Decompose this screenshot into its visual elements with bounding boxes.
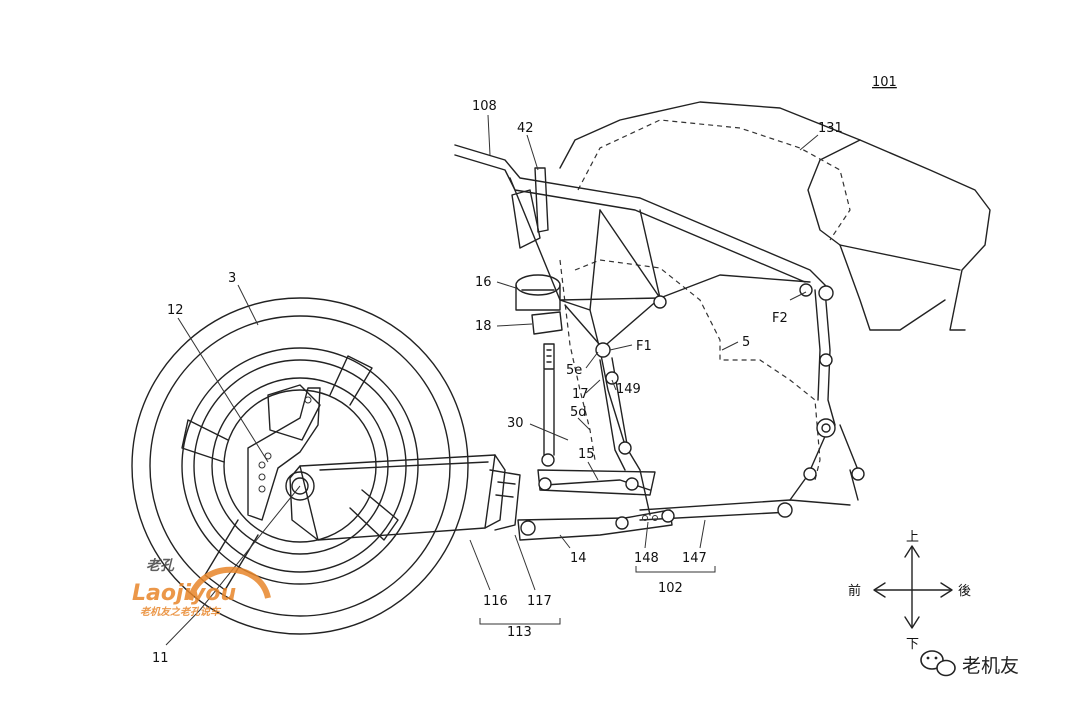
brand-mark: 老机友 xyxy=(920,650,1019,677)
label-F2: F2 xyxy=(772,311,788,326)
swing-arm xyxy=(289,454,521,541)
label-30: 30 xyxy=(507,416,524,431)
label-147: 147 xyxy=(682,551,707,566)
label-102: 102 xyxy=(658,581,683,596)
seat-bodywork xyxy=(559,101,991,481)
wechat-icon xyxy=(920,650,956,677)
caliper-bracket xyxy=(247,387,321,521)
label-15: 15 xyxy=(578,447,595,462)
watermark-sub: 老机友之老孔说车 xyxy=(140,606,222,618)
label-3: 3 xyxy=(228,271,236,286)
watermark-logo: 老孔 Laojiyou 老机友之老孔说车 xyxy=(132,557,271,618)
label-149: 149 xyxy=(616,382,641,397)
label-108: 108 xyxy=(472,99,497,114)
direction-rear: 後 xyxy=(958,584,971,599)
label-42: 42 xyxy=(517,121,534,136)
leader-lines xyxy=(165,114,819,646)
label-116: 116 xyxy=(483,594,508,609)
label-18: 18 xyxy=(475,319,492,334)
linkage xyxy=(517,357,673,541)
shock-absorber xyxy=(515,274,563,456)
main-frame xyxy=(454,144,859,521)
label-17: 17 xyxy=(572,387,589,402)
watermark-seal: 老孔 xyxy=(146,557,175,574)
label-5e: 5e xyxy=(566,363,582,378)
label-131: 131 xyxy=(818,121,843,136)
brand-text: 老机友 xyxy=(962,655,1019,677)
label-12: 12 xyxy=(167,303,184,318)
label-F1: F1 xyxy=(636,339,652,354)
direction-compass: 上 下 前 後 xyxy=(848,530,971,652)
label-117: 117 xyxy=(527,594,552,609)
label-5d: 5d xyxy=(570,405,587,420)
watermark-latin: Laojiyou xyxy=(132,581,236,606)
direction-down: 下 xyxy=(906,637,919,652)
label-5: 5 xyxy=(742,335,750,350)
label-148: 148 xyxy=(634,551,659,566)
label-14: 14 xyxy=(570,551,587,566)
reference-labels: 101 108 42 131 3 12 16 18 F1 F2 5 5e 17 … xyxy=(152,75,897,666)
direction-front: 前 xyxy=(848,583,861,599)
pivots xyxy=(520,283,865,536)
label-16: 16 xyxy=(475,275,492,290)
label-11: 11 xyxy=(152,651,169,666)
label-113: 113 xyxy=(507,625,532,640)
direction-up: 上 xyxy=(906,530,919,545)
figure-number: 101 xyxy=(872,75,897,90)
